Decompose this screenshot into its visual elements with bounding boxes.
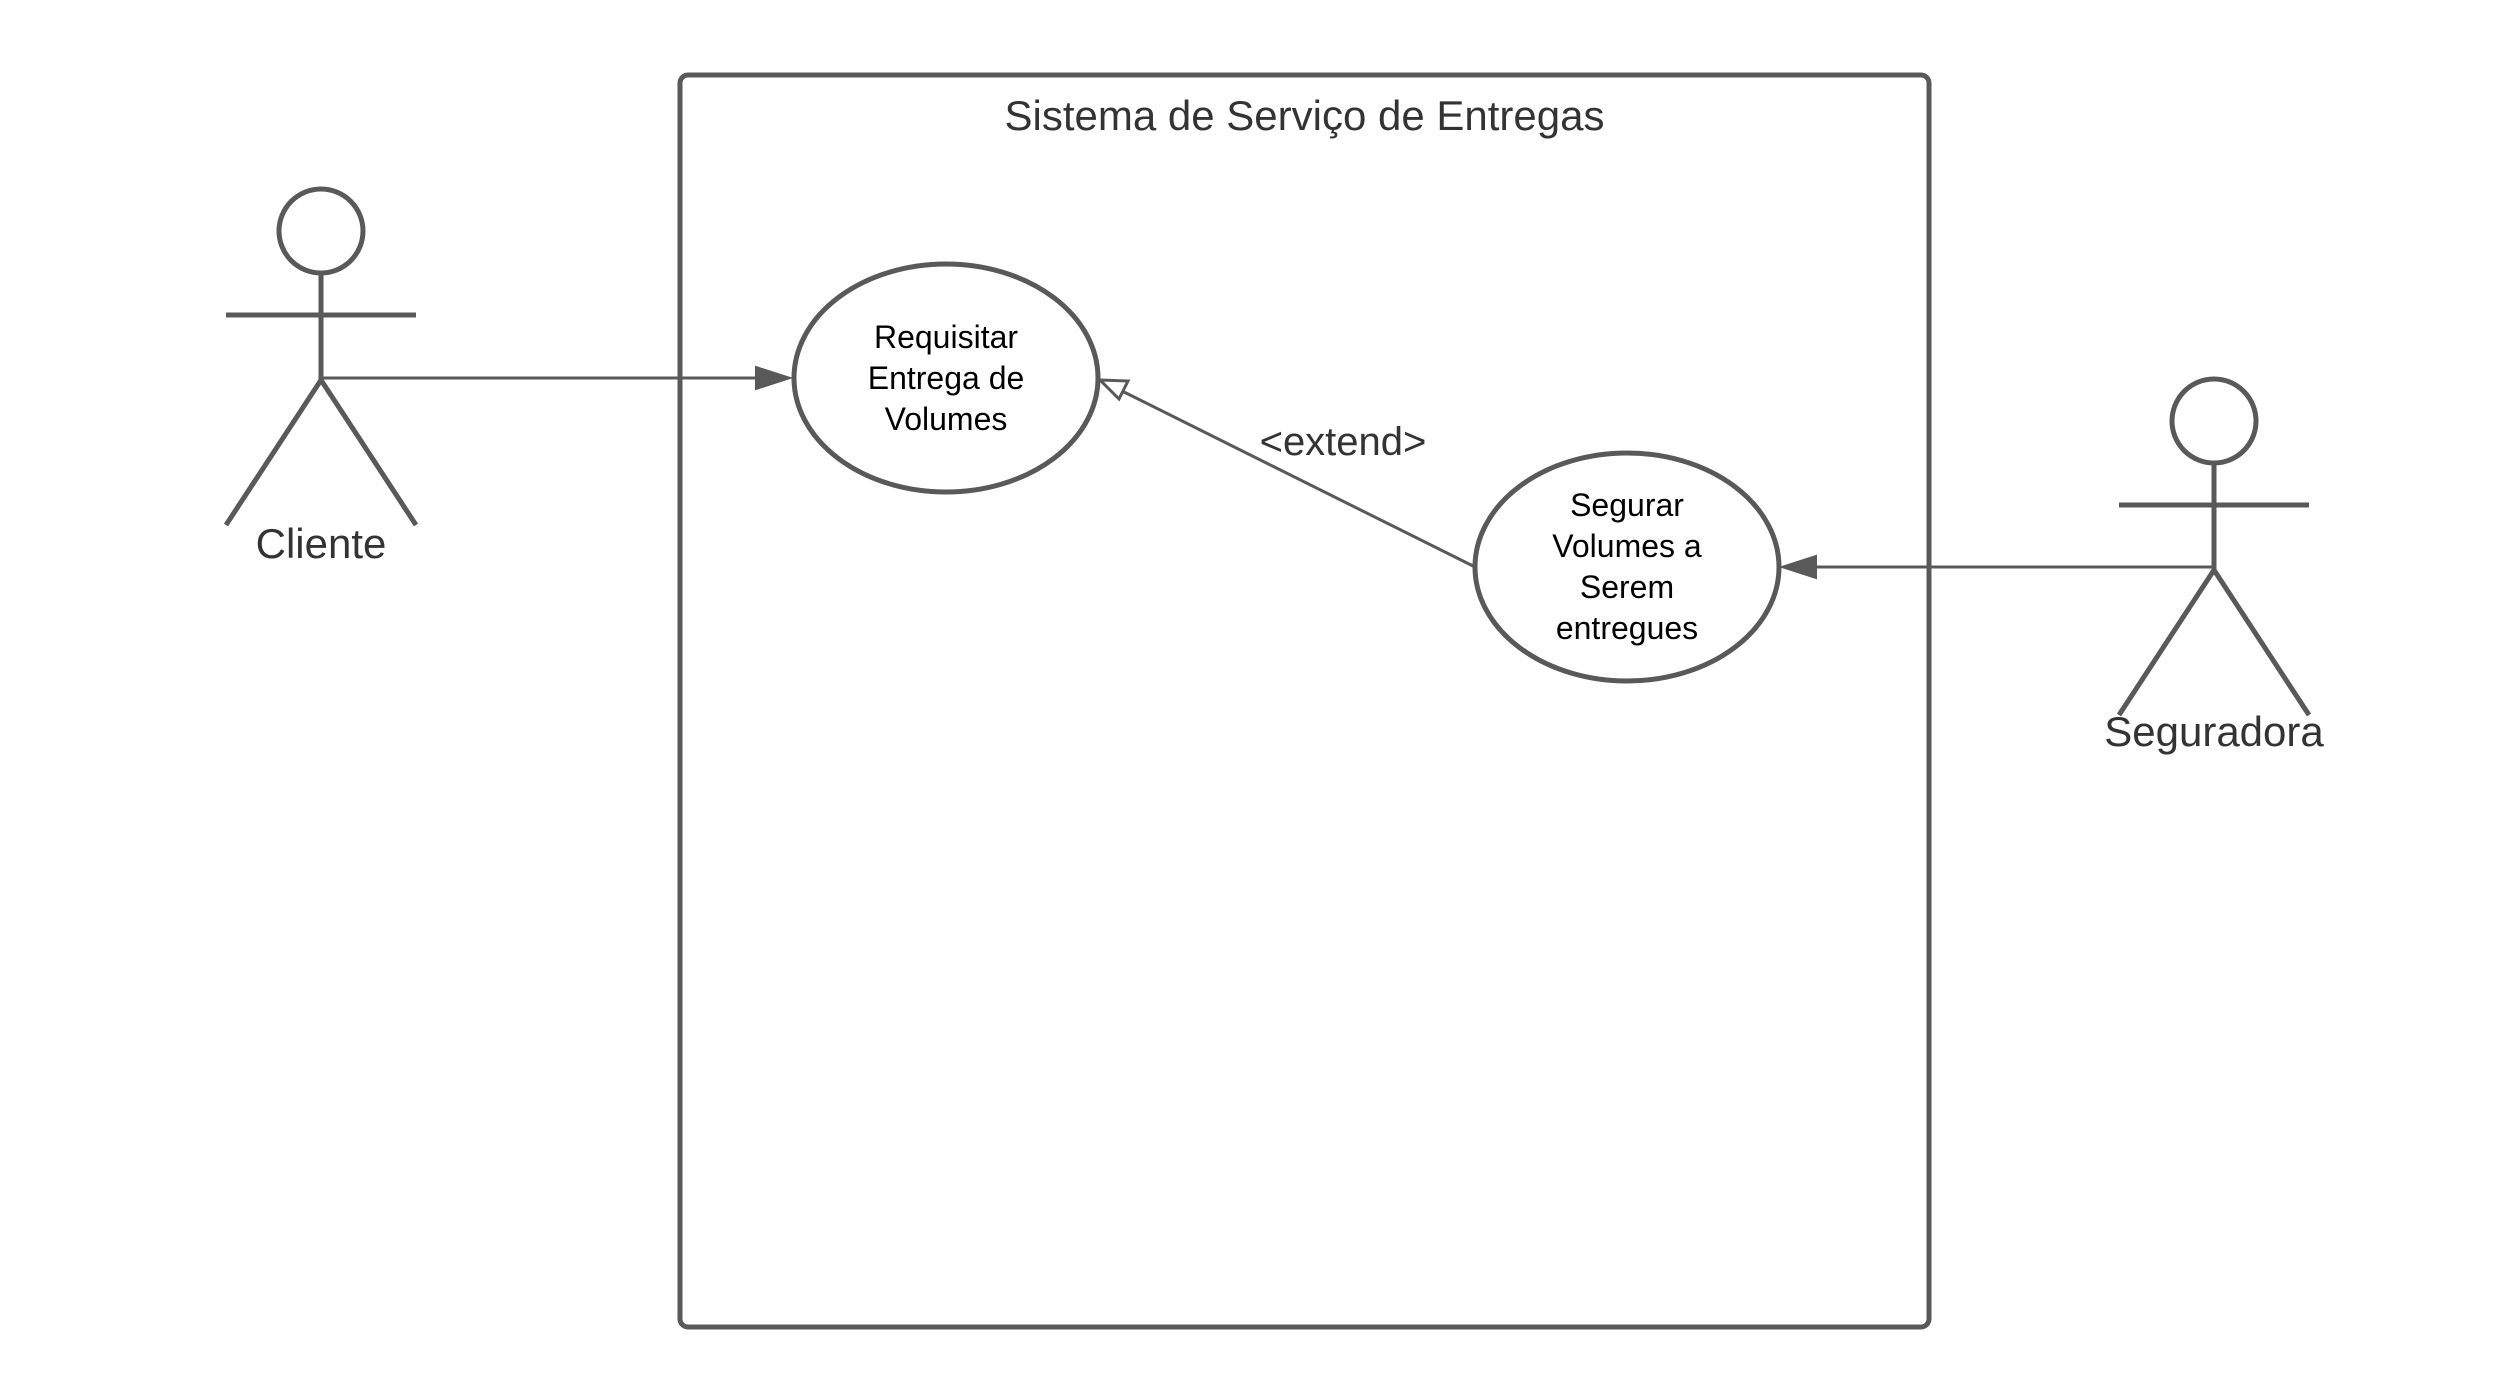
actor-cliente-right-leg bbox=[318, 378, 419, 527]
system-title: Sistema de Serviço de Entregas bbox=[1004, 92, 1605, 139]
usecase-segurar-line-4: entregues bbox=[1555, 610, 1699, 646]
actor-seguradora-label: Seguradora bbox=[2104, 708, 2324, 755]
usecase-segurar-line-1: Segurar bbox=[1570, 487, 1684, 523]
usecase-requisitar-line-2: Entrega de bbox=[867, 359, 1025, 396]
actor-seguradora-left-leg bbox=[2116, 568, 2217, 717]
usecase-segurar-line-3: Serem bbox=[1579, 569, 1675, 605]
actor-seguradora-figure bbox=[2116, 376, 2312, 717]
actor-seguradora-head bbox=[2169, 376, 2259, 466]
usecase-requisitar-line-3: Volumes bbox=[884, 400, 1008, 437]
usecase-requisitar-ellipse bbox=[791, 261, 1101, 495]
actor-seguradora-right-leg bbox=[2211, 568, 2312, 717]
extend-relation-label: <extend> bbox=[1259, 420, 1427, 464]
system-boundary bbox=[677, 72, 1932, 1330]
usecase-requisitar: Requisitar Entrega de Volumes bbox=[800, 284, 1092, 472]
actor-cliente-label: Cliente bbox=[255, 520, 387, 567]
association-seguradora-arrowhead bbox=[1778, 554, 1817, 580]
usecase-segurar-line-2: Volumes a bbox=[1552, 528, 1702, 564]
usecase-segurar: Segurar Volumes a Serem entregues bbox=[1481, 463, 1773, 671]
extend-relation-line bbox=[1123, 390, 1476, 569]
association-cliente-arrowhead bbox=[755, 365, 794, 391]
actor-cliente-left-leg bbox=[223, 378, 324, 527]
actor-cliente-head bbox=[276, 186, 366, 276]
actor-cliente-figure bbox=[223, 186, 419, 527]
usecase-requisitar-line-1: Requisitar bbox=[873, 318, 1019, 355]
extend-relation-arrowhead bbox=[1096, 378, 1131, 402]
